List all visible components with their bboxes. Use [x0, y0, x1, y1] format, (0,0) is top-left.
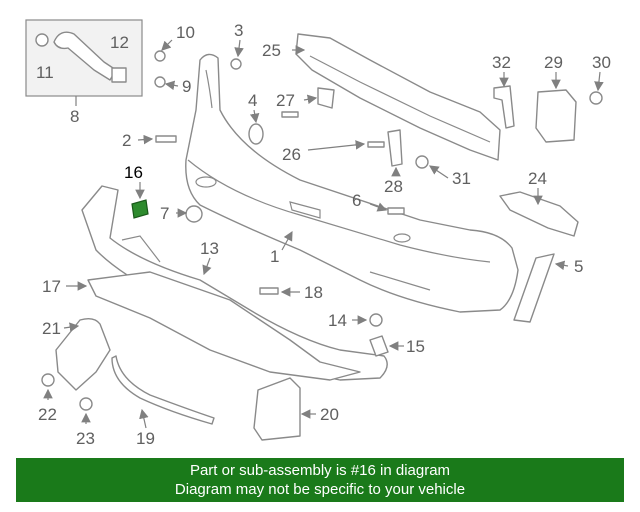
callout-30: 30 — [592, 53, 611, 72]
callout-9: 9 — [182, 77, 191, 96]
side-bracket-21 — [55, 317, 111, 391]
shield-20 — [253, 377, 301, 441]
callout-28: 28 — [384, 177, 403, 196]
screw-18-icon — [259, 287, 279, 295]
callout-11: 11 — [36, 63, 54, 82]
reflector-24 — [499, 191, 579, 237]
callout-4: 4 — [248, 91, 257, 110]
callout-25: 25 — [262, 41, 281, 60]
callout-18: 18 — [304, 283, 323, 302]
callout-7: 7 — [160, 204, 169, 223]
clip-22-icon — [41, 373, 55, 387]
screw-9-icon — [154, 76, 166, 88]
side-trim-5 — [513, 253, 555, 323]
callout-labels: 10 3 12 11 8 9 4 2 16 7 13 1 17 21 25 27… — [36, 21, 611, 448]
cap-7-icon — [185, 205, 203, 223]
nut-31-icon — [415, 155, 429, 169]
callout-12: 12 — [110, 33, 129, 52]
callout-8: 8 — [70, 107, 79, 126]
callout-24: 24 — [528, 169, 547, 188]
screw-6-icon — [387, 207, 405, 215]
callout-23: 23 — [76, 429, 95, 448]
diagram-canvas: 10 3 12 11 8 9 4 2 16 7 13 1 17 21 25 27… — [25, 19, 611, 448]
callout-10: 10 — [176, 23, 195, 42]
bracket-15 — [369, 335, 389, 357]
callout-32: 32 — [492, 53, 511, 72]
screw-10-icon — [154, 50, 166, 62]
module-29 — [535, 89, 577, 143]
screw-30-icon — [589, 91, 603, 105]
callout-5: 5 — [574, 257, 583, 276]
callout-19: 19 — [136, 429, 155, 448]
callout-3: 3 — [234, 21, 243, 40]
inset-box — [25, 19, 143, 106]
bracket-28 — [387, 129, 403, 167]
clip-3-icon — [230, 58, 242, 70]
callout-13: 13 — [200, 239, 219, 258]
skid-plate — [87, 271, 361, 381]
callout-20: 20 — [320, 405, 339, 424]
callout-16[interactable]: 16 — [124, 163, 143, 182]
callout-1: 1 — [270, 247, 279, 266]
callout-27: 27 — [276, 91, 295, 110]
trim-strip-19 — [111, 355, 215, 425]
callout-14: 14 — [328, 311, 347, 330]
screw-14-icon — [369, 313, 383, 327]
callout-26: 26 — [282, 145, 301, 164]
info-banner: Part or sub-assembly is #16 in diagram D… — [16, 458, 624, 502]
screw-27-icon — [281, 111, 299, 118]
screw-2-icon — [155, 135, 177, 143]
banner-line-1: Part or sub-assembly is #16 in diagram — [189, 462, 451, 479]
bracket-27 — [317, 87, 335, 109]
callout-17: 17 — [42, 277, 61, 296]
screw-26-icon — [367, 141, 385, 148]
bumper-cover — [185, 53, 519, 313]
reinforcement-beam — [295, 33, 501, 161]
plug-4-icon — [248, 123, 264, 145]
callout-29: 29 — [544, 53, 563, 72]
bracket-32 — [493, 85, 515, 129]
callout-21: 21 — [42, 319, 61, 338]
callout-22: 22 — [38, 405, 57, 424]
callout-15: 15 — [406, 337, 425, 356]
leader-lines — [43, 39, 604, 429]
grommet-23-icon — [79, 397, 93, 411]
callout-31: 31 — [452, 169, 471, 188]
highlighted-part-16[interactable] — [131, 199, 149, 219]
callout-6: 6 — [352, 191, 361, 210]
callout-2: 2 — [122, 131, 131, 150]
banner-line-2: Diagram may not be specific to your vehi… — [174, 481, 466, 498]
